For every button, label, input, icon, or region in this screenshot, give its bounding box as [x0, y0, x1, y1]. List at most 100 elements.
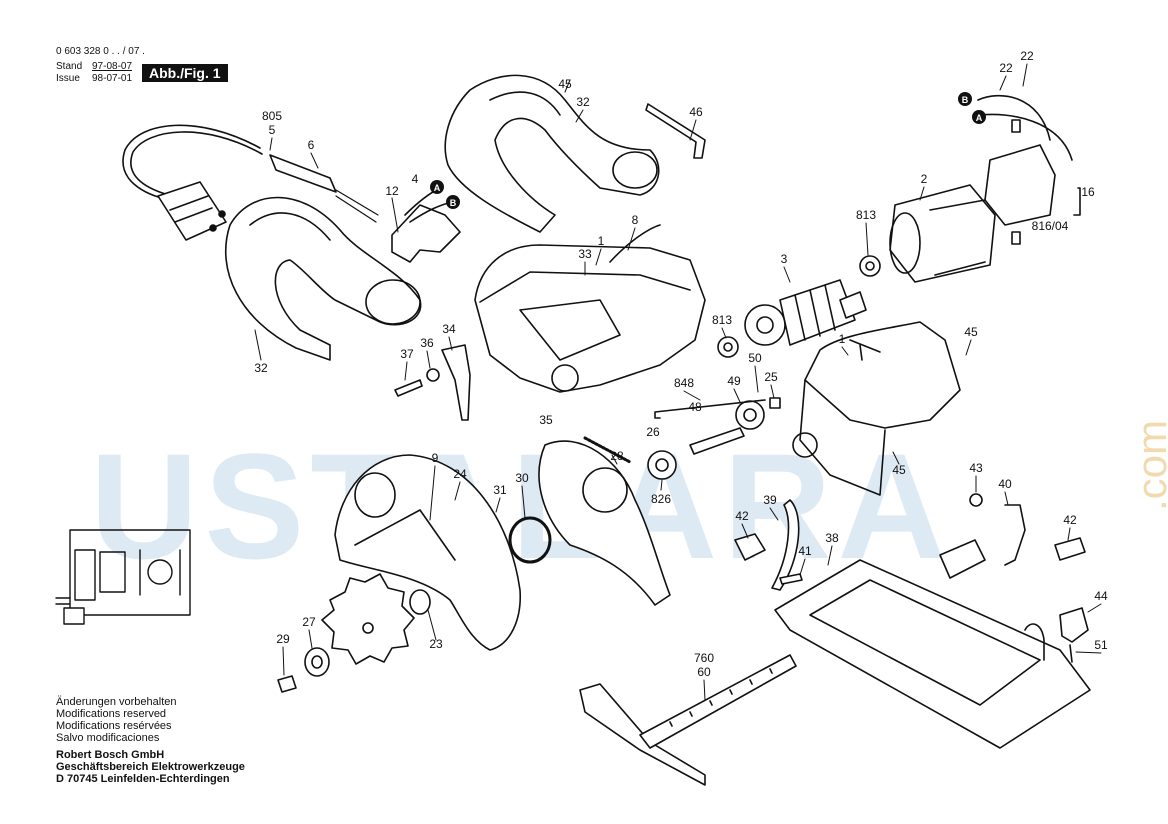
brush-holder: [977, 94, 1081, 245]
part-label-p22b: 22: [999, 61, 1013, 75]
document-number: 0 603 328 0 . . / 07 .: [56, 46, 145, 57]
part-label-p27: 27: [302, 615, 316, 629]
figure-tag: Abb./Fig. 1: [142, 64, 228, 82]
svg-text:B: B: [962, 95, 969, 105]
part-label-p813b: 813: [712, 313, 732, 327]
part-label-p43: 43: [969, 461, 983, 475]
part-label-p24: 24: [453, 467, 467, 481]
motor-housing: [474, 224, 706, 393]
part-label-p6: 6: [308, 138, 315, 152]
part-label-p2: 2: [921, 172, 928, 186]
part-label-p16: 16: [1081, 185, 1095, 199]
part-label-p48: 48: [688, 400, 702, 414]
svg-text:A: A: [976, 113, 983, 123]
part-label-p805: 805: [262, 109, 282, 123]
part-label-p29: 29: [276, 632, 290, 646]
part-label-p60: 60: [697, 665, 711, 679]
part-label-p51: 51: [1094, 638, 1108, 652]
seal-ring: [508, 516, 552, 564]
knob: [1059, 607, 1089, 663]
connector-b-badge-switch: B: [446, 195, 460, 209]
part-label-p26: 26: [646, 425, 660, 439]
part-label-p1a: 1: [598, 234, 605, 248]
connector-a-badge-switch: A: [430, 180, 444, 194]
part-label-p33: 33: [578, 247, 592, 261]
part-label-p42a: 42: [735, 509, 749, 523]
watermark-text: USTALARA: [90, 422, 952, 590]
part-label-p28: 28: [610, 449, 624, 463]
note-line: Modifications resérvées: [56, 720, 172, 732]
part-label-p760: 760: [694, 651, 714, 665]
motor-unit: [792, 321, 961, 496]
part-label-p40: 40: [998, 477, 1012, 491]
part-label-p50: 50: [748, 351, 762, 365]
part-label-p12: 12: [385, 184, 399, 198]
power-cord: [122, 124, 379, 241]
part-label-p37: 37: [400, 347, 414, 361]
part-label-p4: 4: [412, 172, 419, 186]
base-plate: [774, 559, 1091, 749]
connector-a-badge-cable: A: [972, 110, 986, 124]
note-line: Salvo modificaciones: [56, 732, 160, 744]
part-label-p31: 31: [493, 483, 507, 497]
adjustment-parts: [734, 493, 1086, 591]
company-address: D 70745 Leinfelden-Echterdingen: [56, 773, 230, 785]
connector-b-badge-cable: B: [958, 92, 972, 106]
part-label-p49: 49: [727, 374, 741, 388]
part-label-p81604: 816/04: [1032, 219, 1069, 233]
part-label-p36: 36: [420, 336, 434, 350]
stand-date: 97-08-07: [92, 61, 133, 72]
part-label-p8: 8: [632, 213, 639, 227]
part-label-p9: 9: [432, 451, 439, 465]
note-line: Änderungen vorbehalten: [56, 696, 177, 708]
note-line: Modifications reserved: [56, 708, 167, 720]
part-label-p34: 34: [442, 322, 456, 336]
part-label-p826: 826: [651, 492, 671, 506]
part-label-p44: 44: [1094, 589, 1108, 603]
stand-label: Stand: [56, 61, 83, 72]
issue-label: Issue: [56, 73, 80, 84]
blade-fasteners: [277, 589, 431, 693]
part-label-p39: 39: [763, 493, 777, 507]
part-label-p30: 30: [515, 471, 529, 485]
gear-shaft: [647, 397, 781, 480]
armature: [717, 255, 881, 358]
connector-badges: A B B A: [430, 92, 986, 209]
parallel-guide: [579, 654, 797, 786]
part-label-p38: 38: [825, 531, 839, 545]
part-label-p813a: 813: [856, 208, 876, 222]
part-number-labels: 805563212445324681333436372222216816/048…: [254, 49, 1108, 679]
company-name: Robert Bosch GmbH: [56, 749, 165, 761]
hex-key: [645, 103, 706, 159]
wiring-schematic: [55, 529, 191, 625]
part-label-p35: 35: [539, 413, 553, 427]
part-label-p42b: 42: [1063, 513, 1077, 527]
saw-blade: [321, 573, 415, 665]
rear-handle-cover: [225, 196, 422, 361]
part-label-p45c: 45: [892, 463, 906, 477]
part-label-p45b: 45: [964, 325, 978, 339]
footer: Änderungen vorbehalten Modifications res…: [56, 696, 245, 785]
part-label-p32b: 32: [576, 95, 590, 109]
company-division: Geschäftsbereich Elektrowerkzeuge: [56, 761, 245, 773]
svg-text:B: B: [450, 198, 457, 208]
top-handle: [444, 74, 660, 233]
part-label-p848: 848: [674, 376, 694, 390]
part-label-p45a: 45: [558, 77, 572, 91]
issue-date: 98-07-01: [92, 73, 133, 84]
upper-guard: [334, 454, 521, 651]
leader-lines: [254, 63, 1102, 701]
part-label-p41: 41: [798, 544, 812, 558]
svg-text:A: A: [434, 183, 441, 193]
part-label-p5: 5: [269, 123, 276, 137]
part-label-p25: 25: [764, 370, 778, 384]
part-label-p22a: 22: [1020, 49, 1034, 63]
switch-assembly: [391, 187, 461, 263]
part-label-p1b: 1: [839, 332, 846, 346]
stator: [889, 184, 996, 283]
part-label-p3: 3: [781, 252, 788, 266]
part-label-p46: 46: [689, 105, 703, 119]
part-label-p23: 23: [429, 637, 443, 651]
clamp-parts: [394, 344, 471, 421]
